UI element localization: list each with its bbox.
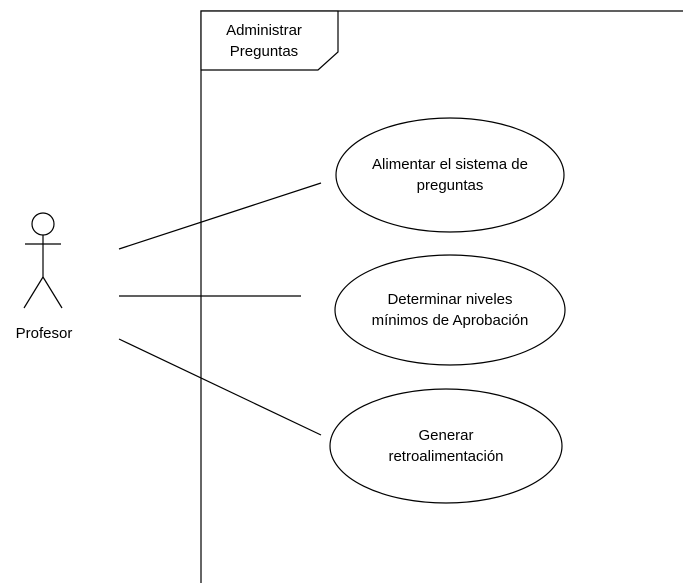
use-case-label-line1: Generar [418,427,473,444]
use-case-alimentar[interactable]: Alimentar el sistema de preguntas [335,117,565,233]
actor-label: Profesor [16,325,73,342]
system-boundary: Administrar Preguntas [200,10,683,583]
use-case-label-line1: Alimentar el sistema de [372,156,528,173]
stick-figure-actor-icon [23,212,63,309]
use-case-ellipse [335,117,565,233]
use-case-label-line2: retroalimentación [388,448,503,465]
use-case-label-line1: Determinar niveles [387,291,512,308]
frame-title-line2: Preguntas [230,43,298,60]
use-case-label-line2: mínimos de Aprobación [372,312,529,329]
actor-right-leg [42,276,63,309]
actor-left-leg [23,276,44,309]
associations [118,182,322,436]
use-case-label-line2: preguntas [417,177,484,194]
use-case-generar[interactable]: Generar retroalimentación [329,388,563,504]
frame-title-line1: Administrar [226,22,302,39]
association-line-3 [118,338,322,436]
actor-head [31,212,55,236]
use-case-ellipse [329,388,563,504]
association-line-1 [118,182,322,250]
frame-title-tab [200,10,339,71]
use-case-ellipse [334,254,566,366]
use-case-determinar[interactable]: Determinar niveles mínimos de Aprobación [334,254,566,366]
actor-profesor[interactable]: Profesor [16,212,73,342]
